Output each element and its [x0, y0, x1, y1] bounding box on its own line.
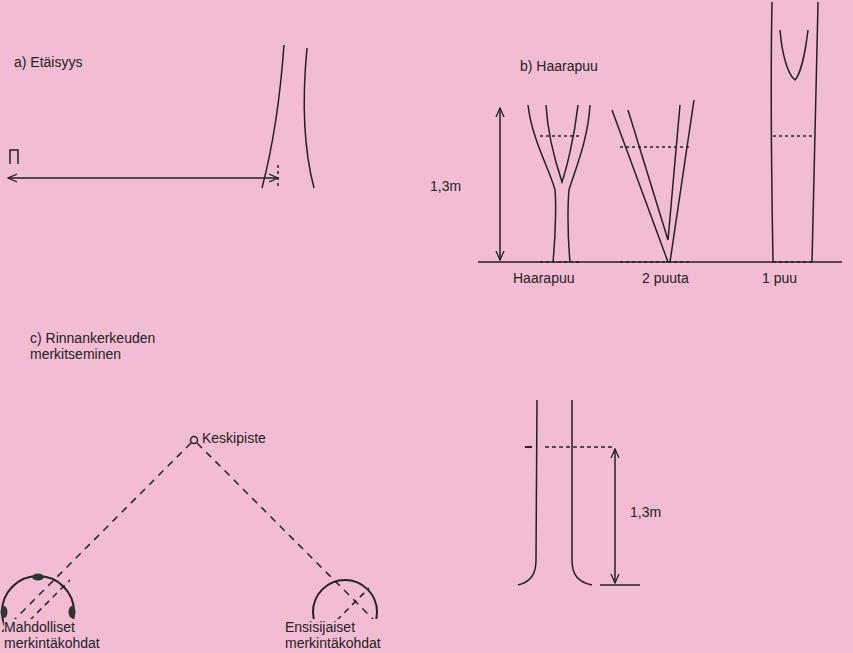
marking-label: Ensisijaiset merkintäkohdat — [285, 619, 405, 651]
marking-label: Mahdolliset merkintäkohdat — [4, 619, 124, 651]
section-title: c) Rinnankerkeuden merkitseminen — [30, 330, 180, 362]
dimension-label: 1,3m — [430, 178, 461, 194]
tree-caption: Haarapuu — [513, 270, 575, 286]
tree-caption: 2 puuta — [642, 270, 689, 286]
section-title: a) Etäisyys — [14, 54, 82, 70]
dimension-label: 1,3m — [630, 504, 661, 520]
tree-caption: 1 puu — [762, 270, 797, 286]
section-title: b) Haarapuu — [520, 58, 598, 74]
point-label: Keskipiste — [202, 430, 266, 446]
